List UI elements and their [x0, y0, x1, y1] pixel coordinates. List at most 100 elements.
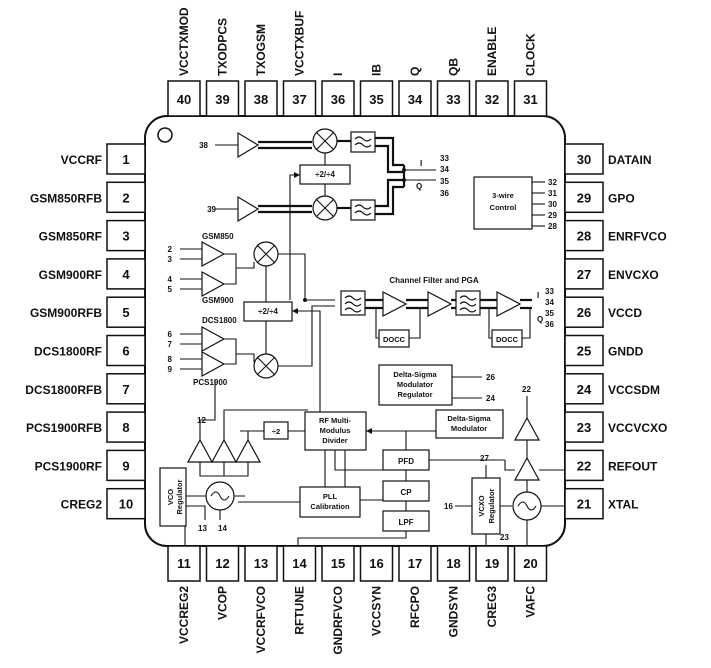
rx-in-9: 9 — [168, 365, 173, 374]
vco-regulator — [159, 467, 187, 527]
pin-label: VCCREG2 — [177, 586, 191, 644]
three-wire-pin-30: 30 — [548, 200, 557, 209]
pin-label: TXODPCS — [216, 18, 230, 76]
svg-text:Modulator: Modulator — [397, 380, 433, 389]
pin-label: VCCTXBUF — [293, 11, 307, 76]
pin-label: GSM900RF — [39, 268, 102, 282]
pin-label: VCCTXMOD — [177, 7, 191, 76]
pin-number: 27 — [577, 267, 591, 282]
lpf-label: LPF — [398, 518, 413, 527]
rx-in-8: 8 — [168, 355, 173, 364]
tx-lpf-i — [350, 131, 376, 153]
pin-11 — [167, 545, 201, 582]
pin-number: 40 — [177, 92, 191, 107]
pin-label: VCCD — [608, 306, 642, 320]
pin-39 — [205, 80, 240, 117]
tx39-label: 39 — [207, 205, 216, 214]
pin-18 — [436, 545, 471, 582]
pin-number: 12 — [215, 556, 229, 571]
pin-label: GSM900RFB — [30, 306, 102, 320]
rx-pga-2 — [427, 291, 453, 317]
pin-31 — [513, 80, 548, 117]
three-wire-pin-28: 28 — [548, 222, 557, 231]
pin-label: VCCRF — [61, 153, 102, 167]
rx-section: 2 3 4 5 6 7 8 9 GSM850 GSM900 DCS1800 PC… — [168, 232, 554, 430]
pin-label: DCS1800RFB — [25, 383, 102, 397]
rx-pga-1 — [382, 291, 408, 317]
rx-in-4: 4 — [168, 275, 173, 284]
rx-pin34: 34 — [545, 298, 554, 307]
tx-q-label: Q — [416, 182, 422, 191]
pin-label: XTAL — [608, 498, 638, 512]
pin-12 — [205, 545, 240, 582]
svg-text:VCO: VCO — [166, 489, 175, 505]
pin-label: RFCPO — [408, 586, 422, 628]
svg-text:Regulator: Regulator — [397, 390, 432, 399]
docc-2-label: DOCC — [496, 335, 519, 344]
reg-pin24: 24 — [486, 394, 495, 403]
pin-35 — [359, 80, 394, 117]
pin-10 — [106, 487, 146, 520]
pin-40 — [167, 80, 201, 117]
pin-19 — [475, 545, 509, 582]
reg-pin26: 26 — [486, 373, 495, 382]
rx-divider-label: ÷2/÷4 — [258, 307, 278, 316]
tx-i-label: I — [420, 159, 422, 168]
dsm-regulator — [378, 364, 453, 406]
pfd-label: PFD — [398, 457, 414, 466]
pin-label: DCS1800RF — [34, 345, 102, 359]
rx-pin36: 36 — [545, 320, 554, 329]
pin-label: TXOGSM — [254, 24, 268, 76]
pin-20 — [513, 545, 548, 582]
tx-pin36: 36 — [440, 189, 449, 198]
bottom-pins: 11VCCREG212VCOP13VCCRFVCO14RFTUNE15GNDRF… — [167, 545, 548, 655]
pin-2 — [106, 181, 146, 214]
pin-number: 30 — [577, 152, 591, 167]
svg-text:PLL: PLL — [323, 492, 338, 501]
pin-number: 32 — [485, 92, 499, 107]
three-wire-pin-29: 29 — [548, 211, 557, 220]
pin-label: GSM850RFB — [30, 191, 102, 205]
rx-i-label: I — [537, 291, 539, 300]
svg-text:Modulus: Modulus — [320, 426, 351, 435]
pin-label: QB — [447, 58, 461, 76]
rx-filter-1 — [340, 290, 366, 316]
pin-9 — [106, 449, 146, 482]
rx-filter-2 — [455, 290, 481, 316]
pin-number: 29 — [577, 190, 591, 205]
pin-34 — [398, 80, 432, 117]
xtal-buffer-1 — [513, 456, 541, 481]
three-wire-pin-31: 31 — [548, 189, 557, 198]
pcs1900-label: PCS1900 — [193, 378, 228, 387]
pin-number: 23 — [577, 420, 591, 435]
pin-13 — [244, 545, 278, 582]
pin-number: 7 — [122, 382, 129, 397]
pin-number: 18 — [446, 556, 460, 571]
pin-number: 14 — [292, 556, 307, 571]
rx-pin33: 33 — [545, 287, 554, 296]
pin-1 — [106, 143, 146, 175]
pin-label: REFOUT — [608, 459, 658, 473]
pin-label: GNDD — [608, 345, 644, 359]
pin-number: 8 — [122, 420, 129, 435]
svg-text:Delta-Sigma: Delta-Sigma — [447, 414, 491, 423]
pin-number: 37 — [292, 92, 306, 107]
pin-number: 24 — [577, 382, 592, 397]
pin-label: ENVCXO — [608, 268, 659, 282]
vcxo-pin27: 27 — [480, 454, 489, 463]
lna-gsm900 — [201, 270, 226, 298]
delta-sigma-modulator — [435, 409, 504, 439]
pin-label: GNDSYN — [447, 586, 461, 637]
svg-text:VCXO: VCXO — [477, 495, 486, 516]
svg-text:Calibration: Calibration — [310, 502, 350, 511]
pin-4 — [106, 258, 146, 290]
channel-filter-label: Channel Filter and PGA — [389, 276, 479, 285]
pin-number: 5 — [122, 305, 129, 320]
pin-label: VCCSYN — [370, 586, 384, 636]
pin1-marker — [157, 127, 173, 143]
rx-in-3: 3 — [168, 255, 173, 264]
pin-15 — [321, 545, 355, 582]
